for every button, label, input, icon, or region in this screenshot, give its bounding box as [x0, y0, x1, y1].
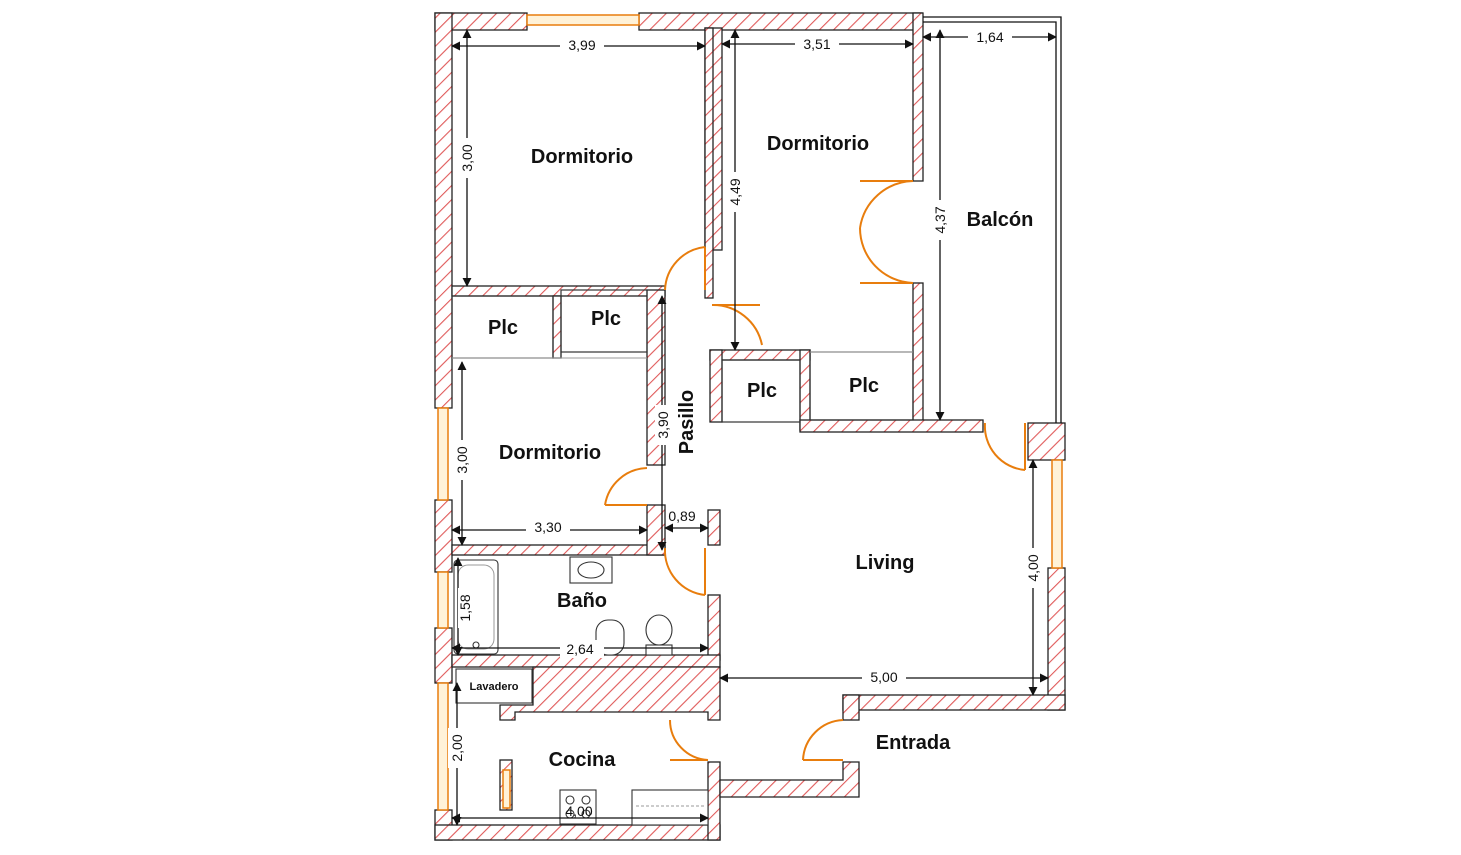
dim-bano-width: 2,64	[566, 641, 593, 657]
wall-dorm1-bottom	[451, 285, 666, 297]
wall-living-bottom	[842, 694, 1066, 711]
wall-bath-right-low	[707, 594, 721, 661]
room-balcon: Balcón	[967, 209, 1034, 231]
wall-plc-dorm2-top	[709, 349, 811, 361]
room-plc-3: Plc	[747, 380, 777, 402]
wall-dorm2-left-low	[704, 27, 714, 299]
wall-bottom	[434, 824, 721, 841]
room-lavadero: Lavadero	[470, 681, 519, 693]
room-labels: Dormitorio Dormitorio Balcón Plc Plc Plc…	[470, 133, 1034, 771]
dim-dorm2-width: 3,51	[803, 36, 830, 52]
dim-dorm3-width: 3,30	[534, 519, 561, 535]
wall-entry-right	[842, 694, 860, 721]
dim-dorm1-width: 3,99	[568, 37, 595, 53]
dim-dorm3-depth: 3,00	[454, 446, 470, 473]
door-balcon-upper	[859, 180, 914, 229]
door-cocina	[668, 719, 709, 761]
room-dormitorio-3: Dormitorio	[499, 442, 601, 464]
toilet	[645, 614, 673, 646]
room-plc-4: Plc	[849, 375, 879, 397]
dim-dorm2-depth: 4,49	[727, 178, 743, 205]
wall-kitchen-right-low	[707, 761, 721, 841]
door-bano	[663, 547, 706, 596]
wall-left-mid	[434, 499, 453, 573]
wall-dorm3-bottom	[451, 544, 666, 556]
dimension-labels: 3,99 3,00 3,51 4,49 1,64 4,37 3,00 3,30 …	[448, 28, 1042, 819]
wall-entry-bottom	[719, 761, 860, 798]
dim-cocina-depth: 2,00	[449, 734, 465, 761]
door-balcon-lower	[859, 227, 914, 284]
balcony-outline	[923, 16, 1062, 423]
kitchen-counter	[631, 789, 709, 826]
wall-living-right-top	[1027, 422, 1066, 461]
room-dormitorio-2: Dormitorio	[767, 133, 869, 155]
door-entrada	[802, 719, 844, 761]
dim-balcon-width: 1,64	[976, 29, 1003, 45]
doors	[604, 180, 1026, 761]
door-dorm1	[664, 246, 706, 291]
room-dormitorio-1: Dormitorio	[531, 146, 633, 168]
wall-left-bath	[434, 627, 453, 684]
dim-pasillo-width: 0,89	[668, 508, 695, 524]
dim-dorm1-depth: 3,00	[459, 144, 475, 171]
wall-top-right	[638, 12, 923, 31]
closet-plc-2	[560, 289, 648, 353]
room-pasillo: Pasillo	[676, 390, 698, 454]
door-dorm2	[711, 303, 763, 346]
wall-bath-right	[707, 509, 721, 546]
wall-living-right-low	[1047, 567, 1066, 711]
window-kitchen	[437, 682, 449, 811]
dim-bano-depth: 1,58	[457, 594, 473, 621]
wall-left-upper	[434, 12, 453, 409]
room-entrada: Entrada	[876, 732, 951, 754]
room-cocina: Cocina	[549, 749, 617, 771]
room-plc-1: Plc	[488, 317, 518, 339]
wall-living-top	[799, 419, 984, 433]
wall-plc-divider	[552, 295, 562, 359]
wall-plc-dorm2-left	[709, 349, 723, 423]
lavadero-box	[455, 668, 533, 704]
windows	[437, 14, 1063, 811]
dim-living-depth: 4,00	[1025, 554, 1041, 581]
wall-dorm2-right-low	[912, 282, 924, 424]
window-dorm1	[526, 14, 640, 26]
room-plc-2: Plc	[591, 308, 621, 330]
dim-living-width: 5,00	[870, 669, 897, 685]
window-living	[1051, 459, 1063, 569]
wall-plc-dorm2-div	[799, 349, 811, 431]
wall-dorm2-right-top	[912, 12, 924, 182]
door-dorm3	[604, 467, 648, 506]
walls	[434, 12, 1066, 841]
wall-lavadero-block	[499, 666, 721, 721]
dim-cocina-width: 4,00	[565, 803, 592, 819]
door-balcon-living	[983, 422, 1026, 471]
dim-balcon-depth: 4,37	[932, 206, 948, 233]
closet-plc-3	[721, 359, 801, 423]
room-bano: Baño	[557, 590, 607, 612]
window-kitchen-inner	[502, 769, 511, 809]
window-bath	[437, 571, 449, 629]
toilet-tank	[645, 644, 673, 656]
window-dorm3	[437, 407, 449, 501]
room-living: Living	[856, 552, 915, 574]
dim-pasillo-length: 3,90	[655, 411, 671, 438]
